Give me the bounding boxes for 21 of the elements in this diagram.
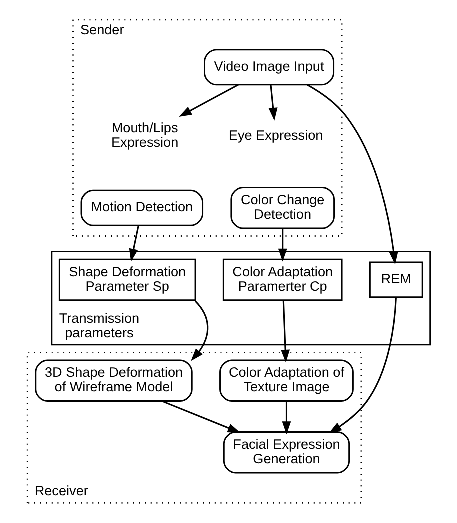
arrow [328,298,396,434]
arrow [306,84,398,265]
node-text: Eye Expression [228,128,323,143]
node-box: Motion Detection [80,190,204,226]
node-box: Facial Expression Generation [222,432,350,474]
arrow [280,300,290,363]
arrow [178,84,238,118]
node-box: Color Adaptation Paramerter Cp [222,258,342,302]
arrow [128,226,139,262]
arrow [268,84,278,121]
node-box: REM [368,262,423,298]
node-box: Video Image Input [204,49,334,86]
arrow [278,228,287,262]
node-box: Shape Deformation Parameter Sp [58,258,196,302]
node-text: Mouth/Lips Expression [110,120,178,150]
node-box: 3D Shape Deformation of Wireframe Model [34,360,192,402]
arrow [282,401,291,434]
node-box: Color Change Detection [230,187,335,230]
arrow [161,400,240,434]
arrow [190,300,208,362]
node-box: Color Adaptation of Texture Image [219,360,354,402]
